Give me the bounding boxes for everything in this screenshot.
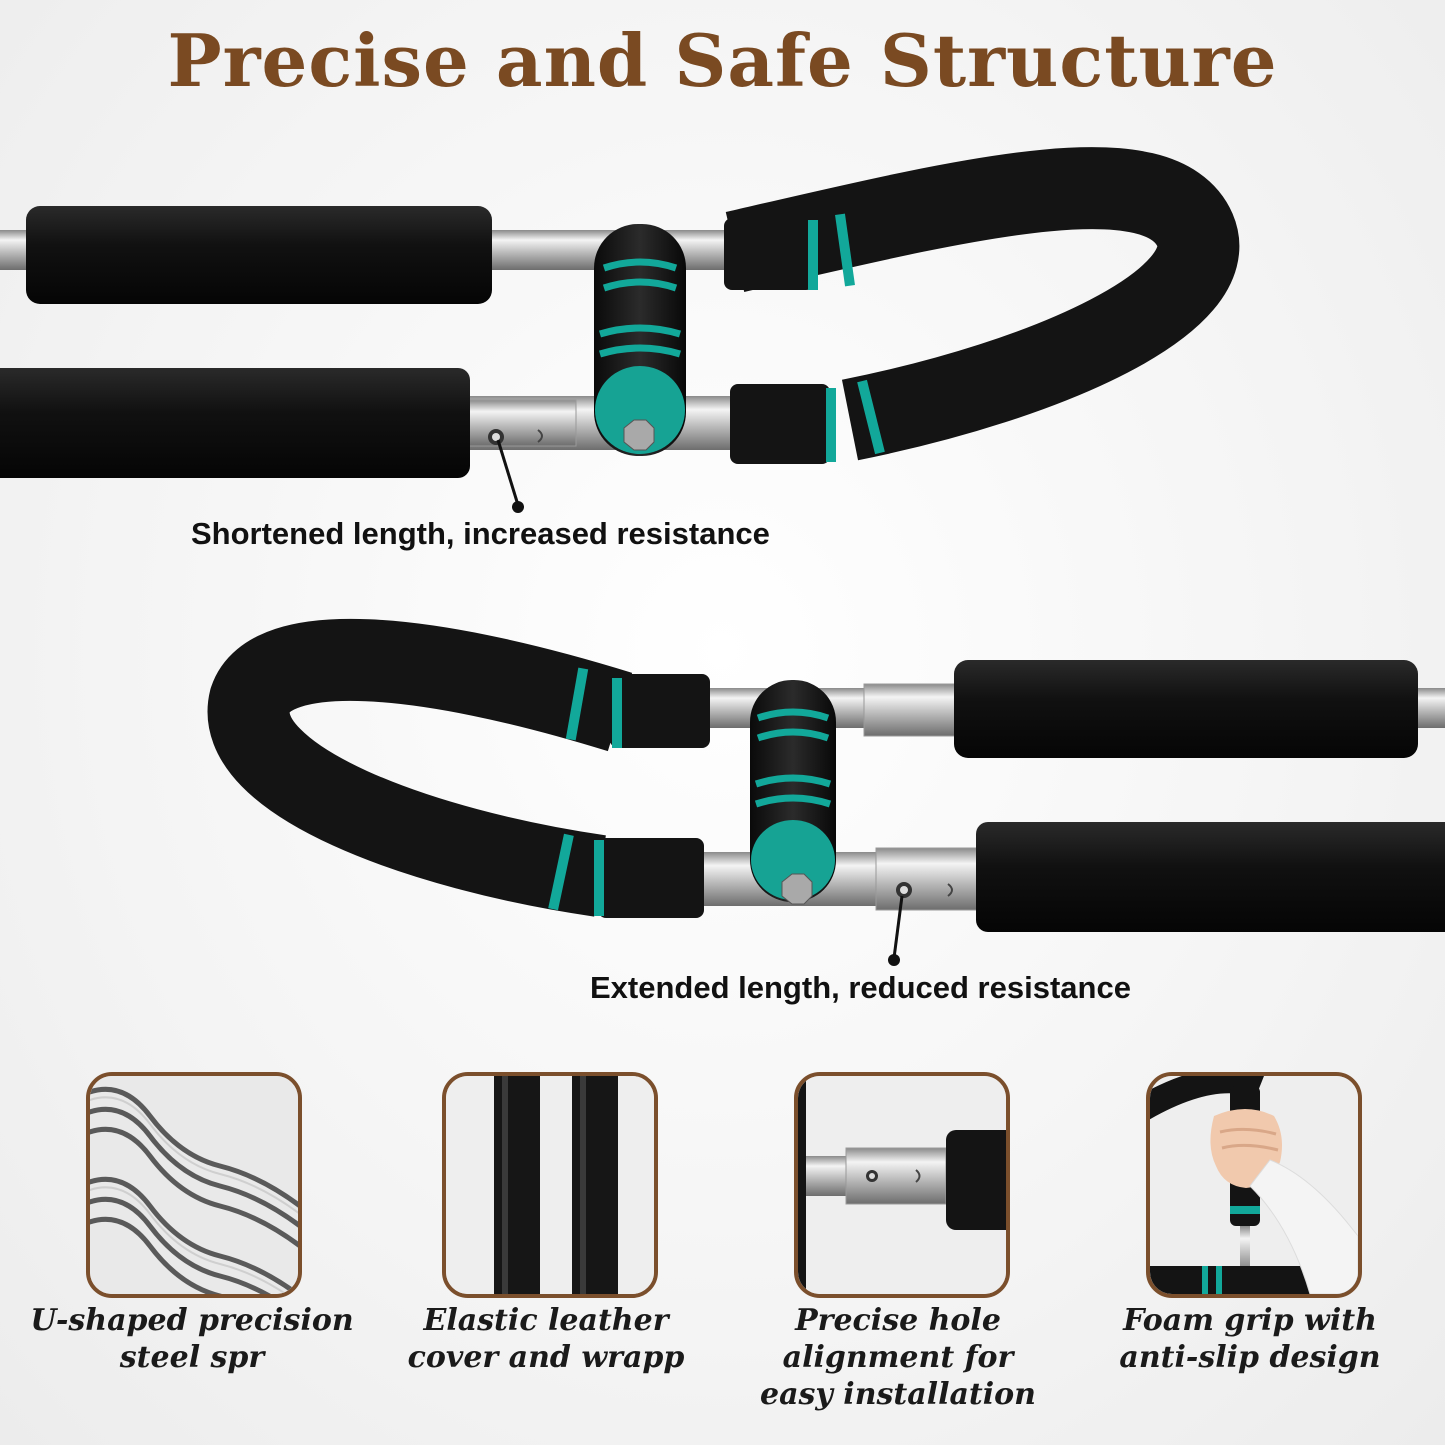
- teal-ring: [548, 833, 574, 911]
- top-trainer: [0, 147, 1240, 513]
- feature-label-line: Precise hole: [795, 1303, 1001, 1338]
- callout-extended: Extended length, reduced resistance: [590, 970, 1131, 1005]
- bottom-u-curve: [207, 618, 633, 917]
- bolt-nut: [623, 419, 655, 451]
- feature-label-line: cover and wrapp: [407, 1340, 685, 1375]
- feature-label-spring: U-shaped precision steel spr: [12, 1302, 372, 1376]
- top-pointer-line: [496, 439, 520, 506]
- feature-thumb-holes: [794, 1072, 1010, 1298]
- top-lower-grip: [0, 368, 470, 478]
- bottom-lower-grip: [976, 822, 1445, 932]
- feature-thumb-grip: [1146, 1072, 1362, 1298]
- teal-ring: [594, 840, 604, 916]
- page-title: Precise and Safe Structure: [167, 18, 1278, 103]
- teal-ring: [565, 667, 589, 741]
- feature-label-holes: Precise hole alignment for easy installa…: [718, 1302, 1078, 1413]
- top-pointer-dot: [512, 501, 524, 513]
- bottom-upper-grip: [954, 660, 1418, 758]
- teal-ring: [835, 213, 855, 287]
- teal-ring: [826, 388, 836, 462]
- feature-label-line: steel spr: [119, 1340, 265, 1375]
- bottom-pointer-line: [892, 895, 904, 959]
- feature-label-grip: Foam grip with anti-slip design: [1070, 1302, 1430, 1376]
- feature-label-line: Foam grip with: [1123, 1303, 1377, 1338]
- bottom-trainer: [207, 618, 1445, 966]
- top-u-curve: [725, 147, 1240, 461]
- bottom-pointer-dot: [888, 954, 900, 966]
- feature-thumb-spring: [86, 1072, 302, 1298]
- hole-alignment-icon: [798, 1076, 1006, 1294]
- feature-thumb-cover: [442, 1072, 658, 1298]
- bolt-nut: [781, 873, 813, 905]
- teal-ring: [612, 678, 622, 748]
- feature-label-line: alignment for: [782, 1340, 1014, 1375]
- feature-label-line: easy installation: [760, 1377, 1036, 1412]
- leather-cover-icon: [446, 1076, 654, 1294]
- top-upper-grip: [26, 206, 492, 304]
- feature-label-cover: Elastic leather cover and wrapp: [366, 1302, 726, 1376]
- teal-ring: [857, 379, 885, 455]
- feature-label-line: U-shaped precision: [30, 1303, 354, 1338]
- spring-coil-icon: [90, 1076, 298, 1294]
- callout-shortened: Shortened length, increased resistance: [191, 516, 770, 551]
- foam-grip-icon: [1150, 1076, 1358, 1294]
- feature-label-line: Elastic leather: [423, 1303, 669, 1338]
- feature-label-line: anti-slip design: [1119, 1340, 1381, 1375]
- teal-ring: [808, 220, 818, 290]
